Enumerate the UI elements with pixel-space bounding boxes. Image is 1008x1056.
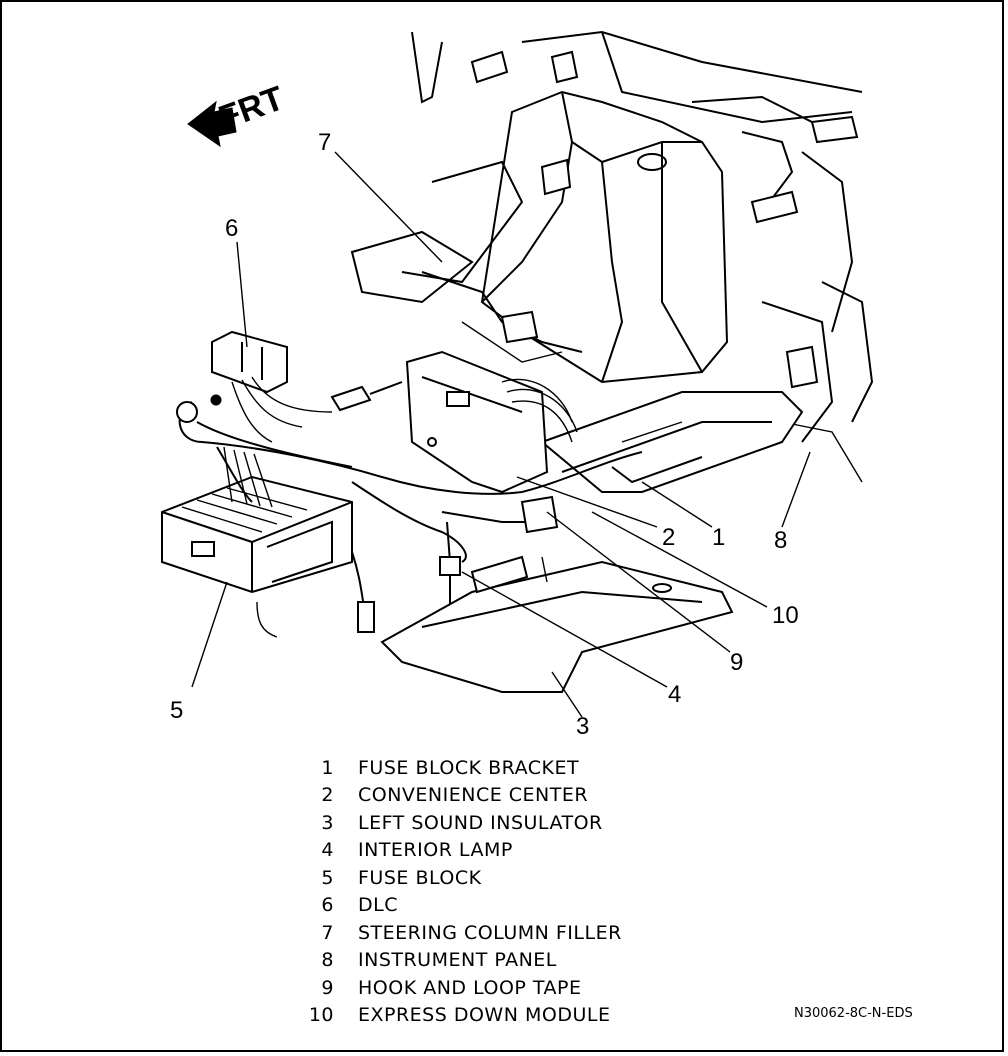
legend-number: 5 [321,866,334,889]
legend-row: 2 CONVENIENCE CENTER [292,782,712,810]
callout-10: 10 [772,602,799,629]
legend-label: CONVENIENCE CENTER [358,784,589,807]
callout-8: 8 [774,527,787,554]
legend-row: 3 LEFT SOUND INSULATOR [292,809,712,837]
front-direction-indicator: FRT [187,79,289,148]
steering-column-filler [350,90,729,384]
legend-label: FUSE BLOCK BRACKET [358,756,580,779]
left-sound-insulator [380,555,734,693]
legend-row: 4 INTERIOR LAMP [292,837,712,865]
legend-label: HOOK AND LOOP TAPE [358,976,582,999]
legend-label: STEERING COLUMN FILLER [358,921,622,944]
dlc-connector [210,330,403,443]
legend-row: 7 STEERING COLUMN FILLER [292,919,712,947]
legend-number: 2 [321,784,334,807]
legend-number: 9 [321,976,334,999]
leader-lines [191,151,811,718]
legend-number: 4 [321,839,334,862]
callout-4: 4 [668,681,681,708]
legend-number: 1 [321,756,334,779]
legend-label: INSTRUMENT PANEL [358,949,557,972]
legend-number: 3 [321,811,334,834]
legend-row: 5 FUSE BLOCK [292,864,712,892]
callout-7: 7 [318,129,331,156]
legend-label: EXPRESS DOWN MODULE [358,1004,611,1027]
callout-1: 1 [712,524,725,551]
callout-2: 2 [662,524,675,551]
exploded-view-illustration: FRT [161,30,874,740]
fuse-block-bracket [540,391,804,493]
callout-9: 9 [730,649,743,676]
legend-row: 9 HOOK AND LOOP TAPE [292,974,712,1002]
wiring-harness [176,401,643,638]
front-direction-label: FRT [214,79,289,137]
fuse-block [161,475,353,594]
instrument-panel-structure [411,30,874,483]
convenience-center [405,350,578,494]
legend-row: 10 EXPRESS DOWN MODULE [292,1002,712,1030]
front-arrow-icon [187,100,237,148]
legend-number: 6 [321,894,334,917]
legend-row: 1 FUSE BLOCK BRACKET [292,754,712,782]
legend-label: LEFT SOUND INSULATOR [358,811,603,834]
figure-code: N30062-8C-N-EDS [794,1006,913,1021]
legend-row: 6 DLC [292,892,712,920]
legend-label: FUSE BLOCK [358,866,482,889]
callout-6: 6 [225,215,238,242]
legend-label: DLC [358,894,398,917]
legend-label: INTERIOR LAMP [358,839,513,862]
legend-row: 8 INSTRUMENT PANEL [292,947,712,975]
legend-number: 8 [321,949,334,972]
legend-number: 10 [308,1004,334,1027]
callout-5: 5 [170,697,183,724]
legend-number: 7 [321,921,334,944]
callout-3: 3 [576,713,589,740]
parts-legend: 1 FUSE BLOCK BRACKET 2 CONVENIENCE CENTER 3 L… [292,754,712,1029]
